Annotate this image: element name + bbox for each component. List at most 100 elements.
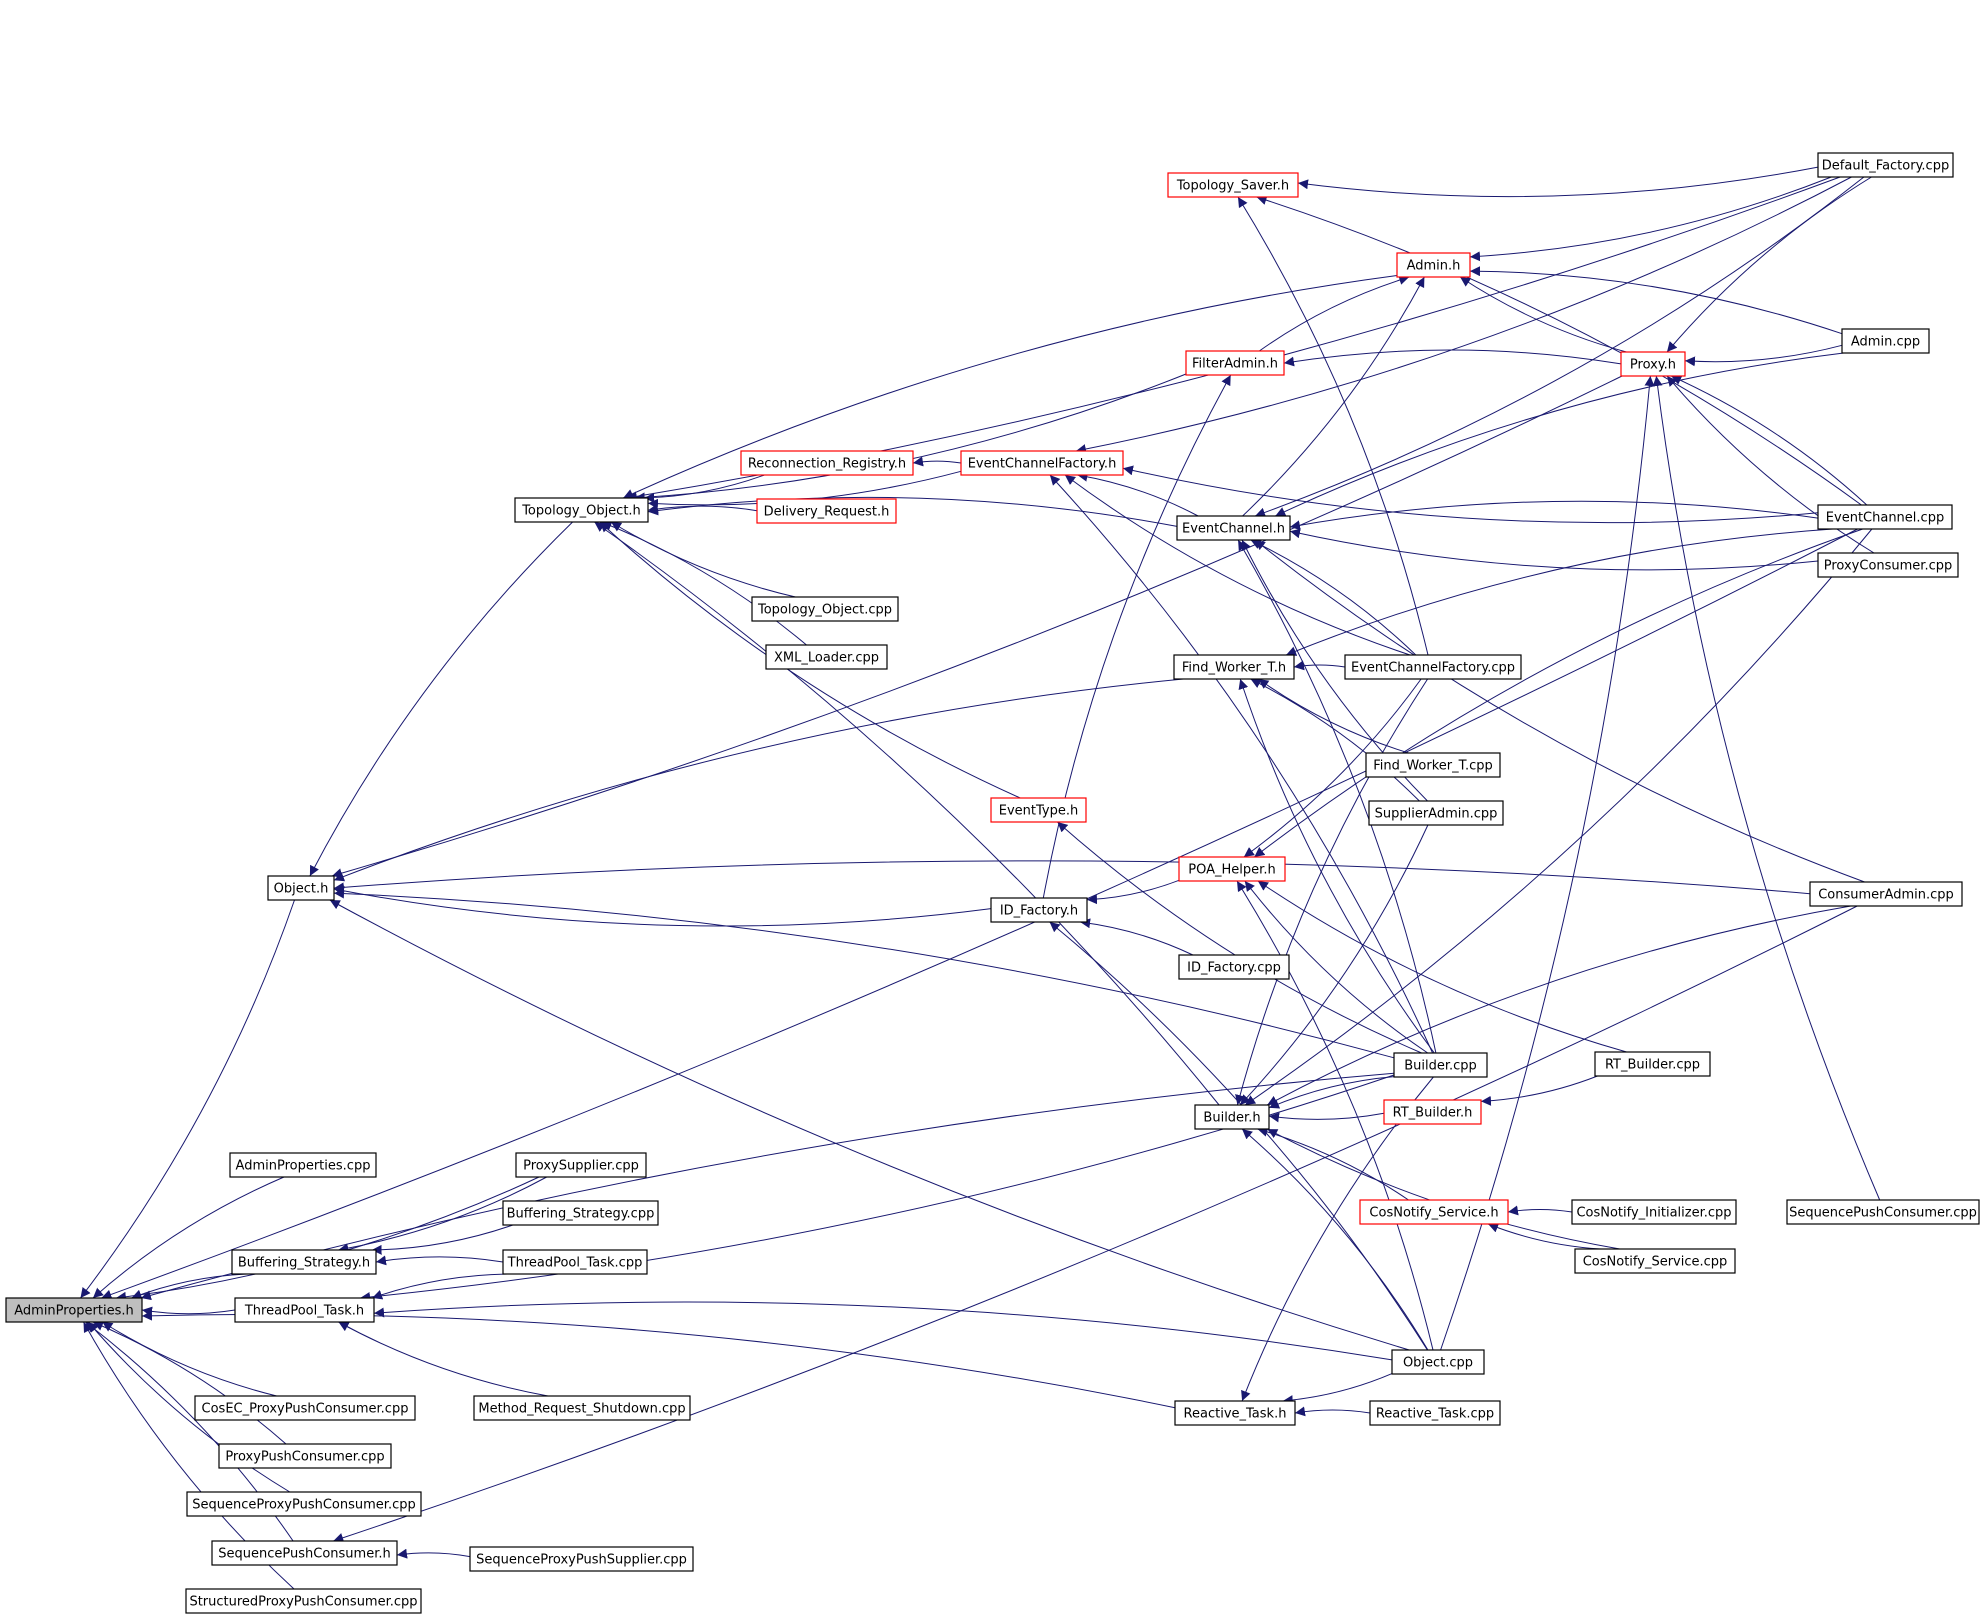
node-reconnection-registry-h[interactable]: Reconnection_Registry.h (740, 450, 914, 476)
node-box (502, 1200, 659, 1226)
edge-eventchannel_h-to-topology_object_h (647, 496, 1178, 527)
edge-cosec_proxypushconsumer_cpp-to-admin_properties_h (102, 1321, 277, 1397)
node-xml-loader-cpp[interactable]: XML_Loader.cpp (765, 644, 888, 670)
node-proxypushconsumer-cpp[interactable]: ProxyPushConsumer.cpp (218, 1443, 392, 1469)
edge-builder_cpp-to-eventchannelfactory_h (1049, 474, 1434, 1054)
node-box (1178, 954, 1290, 980)
node-label: EventChannel.cpp (1826, 511, 1944, 526)
node-supplieradmin-cpp[interactable]: SupplierAdmin.cpp (1368, 800, 1504, 826)
node-eventchannel-cpp[interactable]: EventChannel.cpp (1817, 504, 1953, 530)
node-label: Find_Worker_T.cpp (1373, 759, 1493, 774)
node-admin-h[interactable]: Admin.h (1396, 252, 1471, 278)
edge-builder_h-to-topology_object_h (594, 521, 1220, 1106)
edge-supplieradmin_cpp-to-builder_h (1239, 824, 1429, 1106)
node-consumeradmin-cpp[interactable]: ConsumerAdmin.cpp (1809, 881, 1963, 907)
edge-proxysupplier_cpp-to-buffering_strategy_h (338, 1176, 547, 1254)
node-delivery-request-h[interactable]: Delivery_Request.h (756, 498, 897, 524)
edge-eventchannel_cpp-to-topology_saver_h (1256, 195, 1862, 506)
node-eventchannel-h[interactable]: EventChannel.h (1176, 515, 1291, 541)
edge-sequencepushconsumer_cpp-to-proxy_h (1652, 375, 1881, 1201)
node-box (765, 644, 888, 670)
node-topology-object-h[interactable]: Topology_Object.h (514, 497, 649, 523)
node-eventchannelfactory-cpp[interactable]: EventChannelFactory.cpp (1344, 654, 1522, 680)
node-box (1178, 856, 1286, 882)
node-structuredproxypushconsumer-cpp[interactable]: StructuredProxyPushConsumer.cpp (185, 1588, 422, 1614)
node-box (218, 1443, 392, 1469)
node-eventchannelfactory-h[interactable]: EventChannelFactory.h (960, 450, 1124, 476)
node-builder-cpp[interactable]: Builder.cpp (1393, 1052, 1488, 1078)
node-cosec-proxypushconsumer-cpp[interactable]: CosEC_ProxyPushConsumer.cpp (194, 1395, 416, 1421)
edge-delivery_request_h-to-topology_object_h (647, 503, 758, 514)
node-default-factory-cpp[interactable]: Default_Factory.cpp (1817, 152, 1954, 178)
node-label: EventChannelFactory.cpp (1351, 661, 1515, 676)
edge-default_factory_cpp-to-eventchannelfactory_h (1075, 176, 1852, 454)
edge-topology_object_cpp-to-topology_object_h (610, 521, 796, 598)
node-label: Admin.h (1407, 259, 1461, 274)
node-threadpool-task-cpp[interactable]: ThreadPool_Task.cpp (502, 1249, 648, 1275)
node-proxysupplier-cpp[interactable]: ProxySupplier.cpp (515, 1152, 647, 1178)
node-buffering-strategy-h[interactable]: Buffering_Strategy.h (231, 1249, 377, 1275)
edge-threadpool_task_cpp-to-threadpool_task_h (371, 1273, 508, 1300)
node-reactive-task-h[interactable]: Reactive_Task.h (1174, 1400, 1296, 1426)
node-label: Buffering_Strategy.cpp (507, 1207, 655, 1222)
node-topology-object-cpp[interactable]: Topology_Object.cpp (751, 596, 899, 622)
node-box (990, 797, 1087, 823)
node-box (473, 1395, 691, 1421)
edge-sequenceproxypushconsumer_cpp-to-admin_properties_h (87, 1321, 291, 1493)
node-admin-properties-h[interactable]: AdminProperties.h (5, 1297, 143, 1323)
node-eventtype-h[interactable]: EventType.h (990, 797, 1087, 823)
edge-eventchannelfactory_cpp-to-topology_saver_h (1237, 196, 1429, 656)
node-poa-helper-h[interactable]: POA_Helper.h (1178, 856, 1286, 882)
node-find-worker-t-cpp[interactable]: Find_Worker_T.cpp (1365, 752, 1501, 778)
node-box (1167, 172, 1299, 198)
edge-object_cpp-to-threadpool_task_h (373, 1301, 1393, 1361)
node-id-factory-cpp[interactable]: ID_Factory.cpp (1178, 954, 1290, 980)
node-cosnotify-initializer-cpp[interactable]: CosNotify_Initializer.cpp (1571, 1199, 1737, 1225)
edge-eventchannelfactory_h-to-reconnection_registry_h (912, 456, 962, 467)
node-label: Builder.h (1203, 1111, 1260, 1126)
node-sequencepushconsumer-cpp[interactable]: SequencePushConsumer.cpp (1786, 1199, 1980, 1225)
node-label: Topology_Saver.h (1176, 179, 1289, 194)
node-object-cpp[interactable]: Object.cpp (1391, 1349, 1485, 1375)
node-method-request-shutdown-cpp[interactable]: Method_Request_Shutdown.cpp (473, 1395, 691, 1421)
node-rt-builder-h[interactable]: RT_Builder.h (1383, 1099, 1482, 1125)
edge-eventchannelfactory_cpp-to-builder_h (1235, 678, 1429, 1106)
node-label: Proxy.h (1630, 358, 1676, 373)
node-box (1786, 1199, 1980, 1225)
node-label: Reactive_Task.h (1184, 1407, 1287, 1422)
node-admin-cpp[interactable]: Admin.cpp (1841, 328, 1930, 354)
edge-find_worker_t_h-to-object_h (333, 678, 1184, 882)
node-label: SupplierAdmin.cpp (1375, 807, 1498, 822)
node-cosnotify-service-cpp[interactable]: CosNotify_Service.cpp (1574, 1248, 1736, 1274)
node-sequencepushconsumer-h[interactable]: SequencePushConsumer.h (211, 1540, 398, 1566)
node-threadpool-task-h[interactable]: ThreadPool_Task.h (234, 1297, 375, 1323)
edge-object_cpp-to-object_h (329, 899, 1410, 1351)
node-label: StructuredProxyPushConsumer.cpp (189, 1595, 417, 1610)
edge-proxyconsumer_cpp-to-eventchannel_h (1289, 528, 1819, 571)
node-proxy-h[interactable]: Proxy.h (1620, 351, 1686, 377)
node-reactive-task-cpp[interactable]: Reactive_Task.cpp (1369, 1400, 1501, 1426)
node-label: EventType.h (999, 804, 1078, 819)
node-find-worker-t-h[interactable]: Find_Worker_T.h (1173, 654, 1295, 680)
edge-adminproperties_cpp-to-admin_properties_h (92, 1176, 285, 1299)
edge-buffering_strategy_cpp-to-buffering_strategy_h (371, 1224, 513, 1255)
node-adminproperties-cpp[interactable]: AdminProperties.cpp (229, 1152, 377, 1178)
node-rt-builder-cpp[interactable]: RT_Builder.cpp (1594, 1051, 1711, 1077)
node-object-h[interactable]: Object.h (267, 875, 335, 901)
node-buffering-strategy-cpp[interactable]: Buffering_Strategy.cpp (502, 1200, 659, 1226)
node-builder-h[interactable]: Builder.h (1194, 1104, 1270, 1130)
node-box (1344, 654, 1522, 680)
node-box (1620, 351, 1686, 377)
node-sequenceproxypushconsumer-cpp[interactable]: SequenceProxyPushConsumer.cpp (186, 1491, 422, 1517)
node-label: SequenceProxyPushSupplier.cpp (476, 1553, 687, 1568)
node-filteradmin-h[interactable]: FilterAdmin.h (1185, 350, 1285, 376)
node-sequenceproxypushsupplier-cpp[interactable]: SequenceProxyPushSupplier.cpp (469, 1546, 694, 1572)
edge-eventchannelfactory_cpp-to-find_worker_t_h (1293, 660, 1346, 671)
node-box (185, 1588, 422, 1614)
edge-eventchannel_cpp-to-admin_properties_h (101, 528, 1858, 1300)
node-proxyconsumer-cpp[interactable]: ProxyConsumer.cpp (1817, 552, 1959, 578)
node-cosnotify-service-h[interactable]: CosNotify_Service.h (1359, 1199, 1509, 1225)
node-topology-saver-h[interactable]: Topology_Saver.h (1167, 172, 1299, 198)
edge-reactive_task_cpp-to-reactive_task_h (1294, 1406, 1371, 1417)
node-id-factory-h[interactable]: ID_Factory.h (990, 897, 1088, 923)
